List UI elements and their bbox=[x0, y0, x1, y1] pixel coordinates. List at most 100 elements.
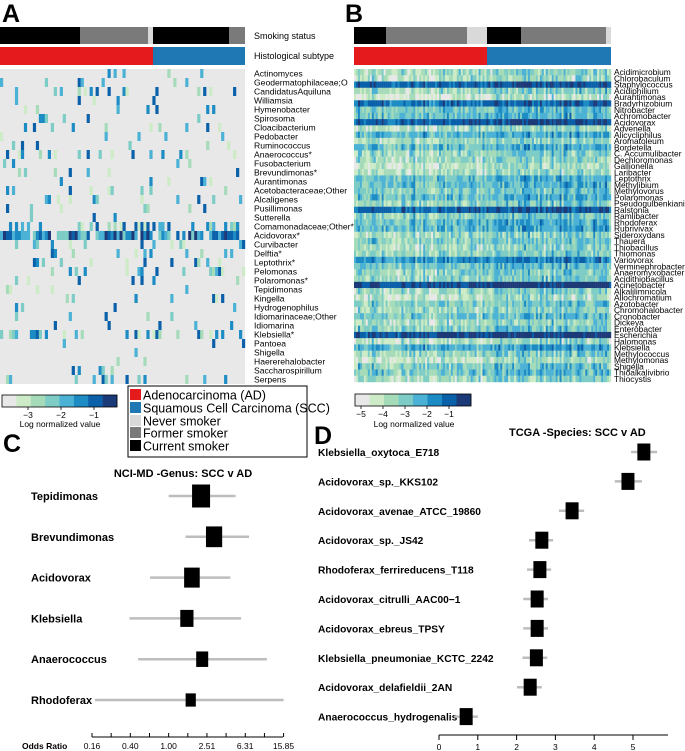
heatmap-cell bbox=[440, 206, 444, 214]
heatmap-cell bbox=[527, 125, 531, 132]
heatmap-cell bbox=[161, 150, 165, 159]
heatmap-cell bbox=[421, 269, 424, 276]
heatmap-cell bbox=[409, 87, 412, 95]
heatmap-cell bbox=[522, 81, 525, 88]
heatmap-cell bbox=[543, 131, 546, 139]
heatmap-cell bbox=[417, 131, 420, 139]
smoking-bar-never bbox=[148, 27, 153, 44]
heatmap-cell bbox=[458, 169, 461, 176]
heatmap-cell bbox=[450, 194, 454, 201]
heatmap-cell bbox=[122, 222, 126, 231]
heatmap-cell bbox=[421, 194, 424, 201]
heatmap-cell bbox=[385, 238, 388, 245]
heatmap-cell bbox=[545, 244, 548, 251]
heatmap-cell bbox=[520, 175, 523, 182]
heatmap-cell bbox=[553, 169, 556, 176]
heatmap-cell bbox=[549, 162, 552, 170]
heatmap-cell bbox=[484, 100, 487, 107]
heatmap-cell bbox=[361, 175, 365, 182]
heatmap-cell bbox=[399, 288, 402, 295]
heatmap-cell bbox=[529, 112, 533, 120]
heatmap-cell bbox=[478, 100, 481, 107]
heatmap-cell bbox=[462, 175, 465, 182]
heatmap-cell bbox=[381, 212, 384, 220]
heatmap-cell bbox=[605, 181, 608, 189]
heatmap-cell bbox=[514, 106, 517, 114]
heatmap-cell bbox=[474, 175, 477, 182]
heatmap-cell bbox=[581, 269, 584, 276]
heatmap-cell bbox=[20, 231, 25, 240]
heatmap-cell bbox=[545, 106, 548, 114]
heatmap-cell bbox=[421, 106, 424, 114]
heatmap-cell bbox=[557, 250, 560, 257]
heatmap-cell bbox=[468, 275, 471, 283]
heatmap-cell bbox=[466, 187, 469, 195]
heatmap-cell bbox=[545, 169, 548, 176]
heatmap-cell bbox=[221, 267, 225, 276]
heatmap-cell bbox=[589, 94, 592, 101]
heatmap-cell bbox=[437, 137, 440, 145]
heatmap-cell bbox=[26, 231, 31, 240]
heatmap-cell bbox=[559, 131, 562, 139]
heatmap-cell bbox=[496, 87, 499, 95]
heatmap-cell bbox=[583, 144, 586, 151]
heatmap-cell bbox=[524, 100, 527, 107]
heatmap-cell bbox=[520, 131, 523, 139]
heatmap-cell bbox=[539, 238, 543, 245]
heatmap-cell bbox=[397, 288, 400, 295]
heatmap-cell bbox=[496, 250, 499, 257]
heatmap-cell bbox=[468, 175, 471, 182]
heatmap-cell bbox=[373, 69, 376, 76]
heatmap-cell bbox=[555, 281, 558, 289]
heatmap-cell bbox=[391, 125, 394, 132]
heatmap-cell bbox=[361, 263, 365, 270]
heatmap-cell bbox=[387, 238, 390, 245]
heatmap-cell bbox=[486, 156, 489, 164]
heatmap-cell bbox=[539, 269, 543, 276]
heatmap-cell bbox=[553, 156, 556, 164]
heatmap-cell bbox=[583, 263, 586, 270]
heatmap-cell bbox=[585, 144, 588, 151]
heatmap-cell bbox=[363, 206, 367, 214]
heatmap-cell bbox=[383, 156, 386, 164]
heatmap-cell bbox=[543, 244, 546, 251]
heatmap-cell bbox=[373, 275, 376, 283]
heatmap-cell bbox=[14, 231, 19, 240]
heatmap-cell bbox=[531, 281, 535, 289]
heatmap-cell bbox=[437, 175, 440, 182]
heatmap-cell bbox=[541, 194, 544, 201]
heatmap-cell bbox=[575, 125, 578, 132]
heatmap-cell bbox=[589, 169, 592, 176]
heatmap-cell bbox=[403, 225, 406, 232]
heatmap-cell bbox=[462, 181, 465, 189]
heatmap-cell bbox=[397, 256, 400, 264]
heatmap-cell bbox=[466, 225, 469, 232]
heatmap-cell bbox=[389, 206, 392, 214]
heatmap-cell bbox=[514, 75, 517, 82]
heatmap-cell bbox=[567, 100, 570, 107]
heatmap-cell bbox=[557, 125, 560, 132]
heatmap-cell bbox=[440, 144, 444, 151]
heatmap-cell bbox=[565, 144, 568, 151]
heatmap-cell bbox=[423, 269, 426, 276]
heatmap-cell bbox=[363, 112, 367, 120]
heatmap-cell bbox=[599, 238, 602, 245]
heatmap-cell bbox=[486, 212, 489, 220]
heatmap-cell bbox=[439, 75, 442, 82]
heatmap-cell bbox=[23, 168, 28, 177]
heatmap-cell bbox=[379, 162, 382, 170]
heatmap-cell bbox=[476, 144, 479, 151]
heatmap-cell bbox=[68, 231, 72, 240]
heatmap-cell bbox=[498, 94, 501, 101]
heatmap-cell bbox=[605, 244, 608, 251]
heatmap-cell bbox=[565, 281, 568, 289]
heatmap-cell bbox=[595, 269, 598, 276]
heatmap-cell bbox=[468, 200, 471, 207]
heatmap-cell bbox=[597, 169, 600, 176]
heatmap-cell bbox=[375, 106, 378, 114]
heatmap-cell bbox=[413, 94, 416, 101]
panel-label-d: D bbox=[314, 422, 332, 450]
heatmap-cell bbox=[369, 156, 372, 164]
heatmap-cell bbox=[569, 87, 572, 95]
heatmap-cell bbox=[391, 206, 394, 214]
